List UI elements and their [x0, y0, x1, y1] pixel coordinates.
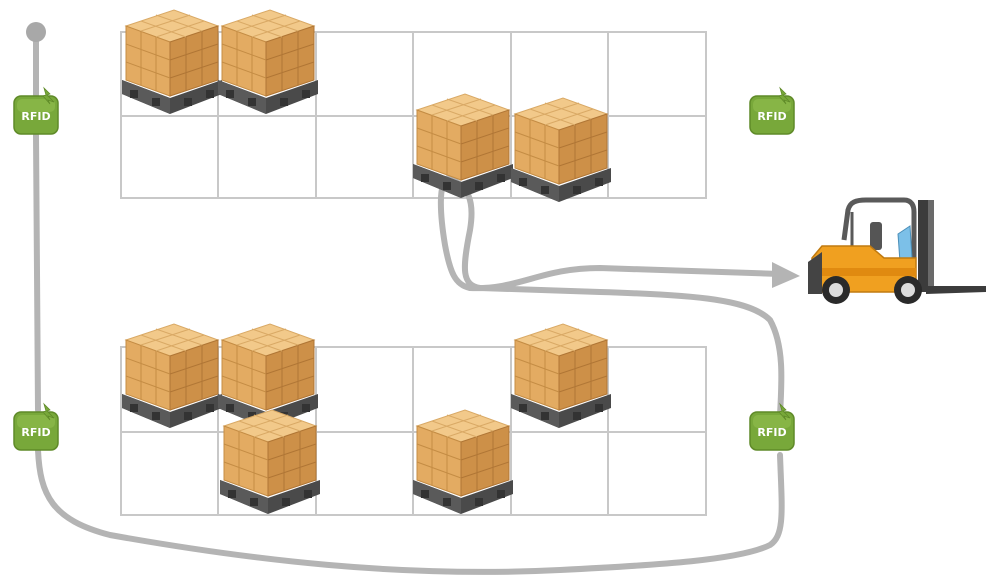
pallet-icon: [121, 9, 223, 115]
start-point-icon: [26, 22, 46, 42]
forklift-icon: [808, 197, 986, 304]
pallet-icon: [219, 409, 321, 515]
rfid-label: RFID: [21, 426, 50, 439]
rfid-label: RFID: [757, 426, 786, 439]
rfid-tag-icon: RFID: [749, 403, 795, 451]
arrow-icon: [772, 262, 800, 288]
rfid-label: RFID: [21, 110, 50, 123]
rfid-tag-icon: RFID: [13, 403, 59, 451]
rfid-tag-icon: RFID: [749, 87, 795, 135]
pallet-icon: [510, 97, 612, 203]
rfid-label: RFID: [757, 110, 786, 123]
pallet-icon: [217, 9, 319, 115]
pallet-icon: [121, 323, 223, 429]
pallet-icon: [412, 409, 514, 515]
pallet-icon: [510, 323, 612, 429]
rfid-tag-icon: RFID: [13, 87, 59, 135]
pallet-icon: [412, 93, 514, 199]
tracking-path: [33, 31, 785, 575]
